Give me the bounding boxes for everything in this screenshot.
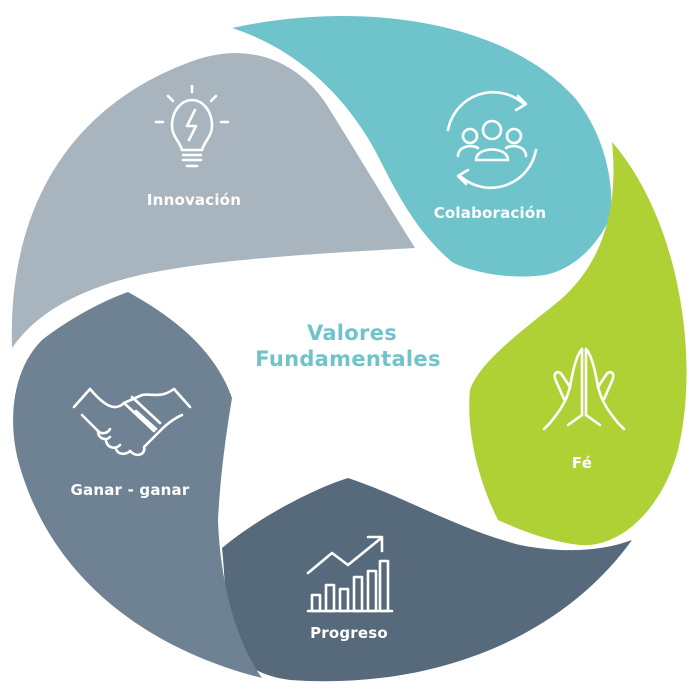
center-title-line-2: Fundamentales bbox=[255, 347, 441, 371]
label-innovacion: Innovación bbox=[147, 191, 241, 209]
segment-colaboracion bbox=[232, 15, 612, 277]
label-progreso: Progreso bbox=[310, 624, 388, 642]
growth-chart-icon bbox=[306, 535, 394, 613]
label-fe: Fé bbox=[572, 454, 592, 472]
lightbulb-icon bbox=[154, 84, 230, 168]
handshake-icon bbox=[72, 387, 192, 457]
segment-fe bbox=[469, 142, 687, 546]
praying-hands-icon bbox=[542, 347, 626, 431]
center-title-line-1: Valores bbox=[307, 321, 397, 345]
team-cycle-icon bbox=[446, 90, 538, 190]
segment-innovacion bbox=[11, 53, 415, 348]
segment-progreso bbox=[222, 478, 632, 682]
label-ganar: Ganar - ganar bbox=[71, 481, 190, 499]
label-colaboracion: Colaboración bbox=[434, 204, 547, 222]
segment-ganar bbox=[13, 292, 263, 678]
